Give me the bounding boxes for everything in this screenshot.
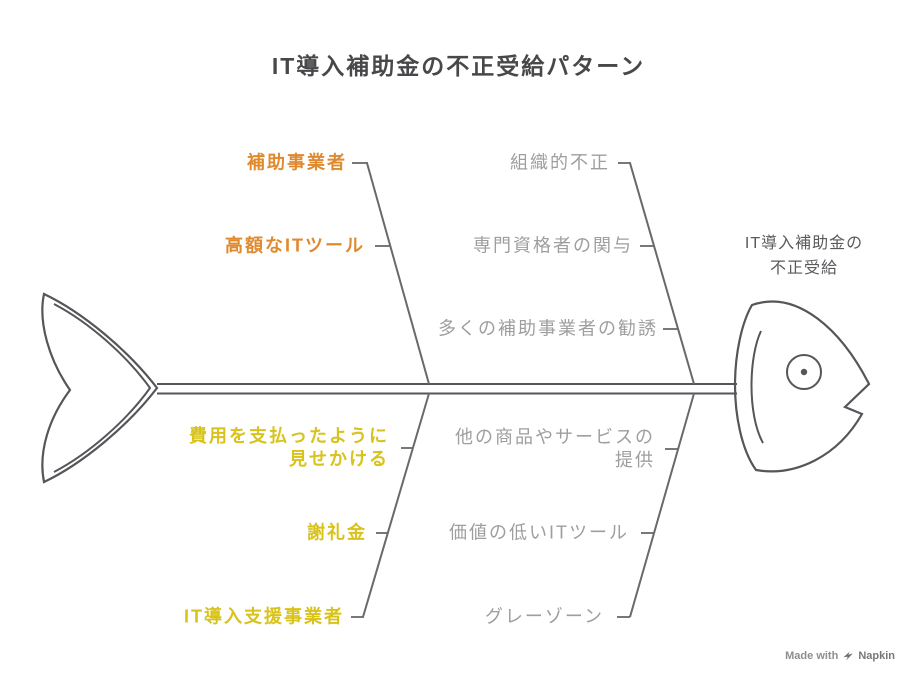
rib-bottom-left bbox=[362, 393, 430, 618]
fish-spine bbox=[157, 383, 737, 395]
cause-label-subsidized-business: 補助事業者 bbox=[247, 152, 347, 173]
watermark-prefix: Made with bbox=[785, 650, 839, 662]
fish-eye-pupil bbox=[800, 368, 808, 376]
cause-label-it-support-vendor: IT導入支援事業者 bbox=[184, 606, 344, 627]
ribs bbox=[362, 162, 695, 618]
rib-top-left bbox=[366, 162, 430, 385]
label-connectors bbox=[351, 162, 679, 618]
fish-head-icon bbox=[733, 300, 871, 473]
fish-eye-icon bbox=[786, 354, 822, 390]
cause-label-fake-payment: 費用を支払ったように 見せかける bbox=[189, 426, 389, 469]
effect-label: IT導入補助金の 不正受給 bbox=[744, 235, 864, 277]
cause-label-reward-money: 謝礼金 bbox=[307, 522, 367, 543]
fish-gill-line bbox=[750, 330, 764, 444]
cause-label-gray-zone: グレーゾーン bbox=[484, 606, 604, 627]
cause-label-many-businesses-solicited: 多くの補助事業者の勧誘 bbox=[438, 318, 658, 339]
watermark: Made with Napkin bbox=[785, 650, 895, 662]
rib-top-right bbox=[629, 162, 695, 385]
cause-label-low-value-it-tools: 価値の低いITツール bbox=[449, 522, 629, 543]
cause-label-organized-fraud: 組織的不正 bbox=[510, 152, 610, 173]
fish-tail-icon bbox=[41, 292, 159, 484]
rib-bottom-right bbox=[629, 393, 695, 618]
cause-label-qualified-experts: 専門資格者の関与 bbox=[473, 235, 633, 256]
cause-label-expensive-it-tools: 高額なITツール bbox=[225, 235, 365, 256]
watermark-brand: Napkin bbox=[858, 650, 895, 662]
page-title: IT導入補助金の不正受給パターン bbox=[271, 53, 646, 79]
cause-label-other-goods-services: 他の商品やサービスの 提供 bbox=[455, 427, 655, 470]
napkin-logo-icon bbox=[843, 651, 854, 661]
